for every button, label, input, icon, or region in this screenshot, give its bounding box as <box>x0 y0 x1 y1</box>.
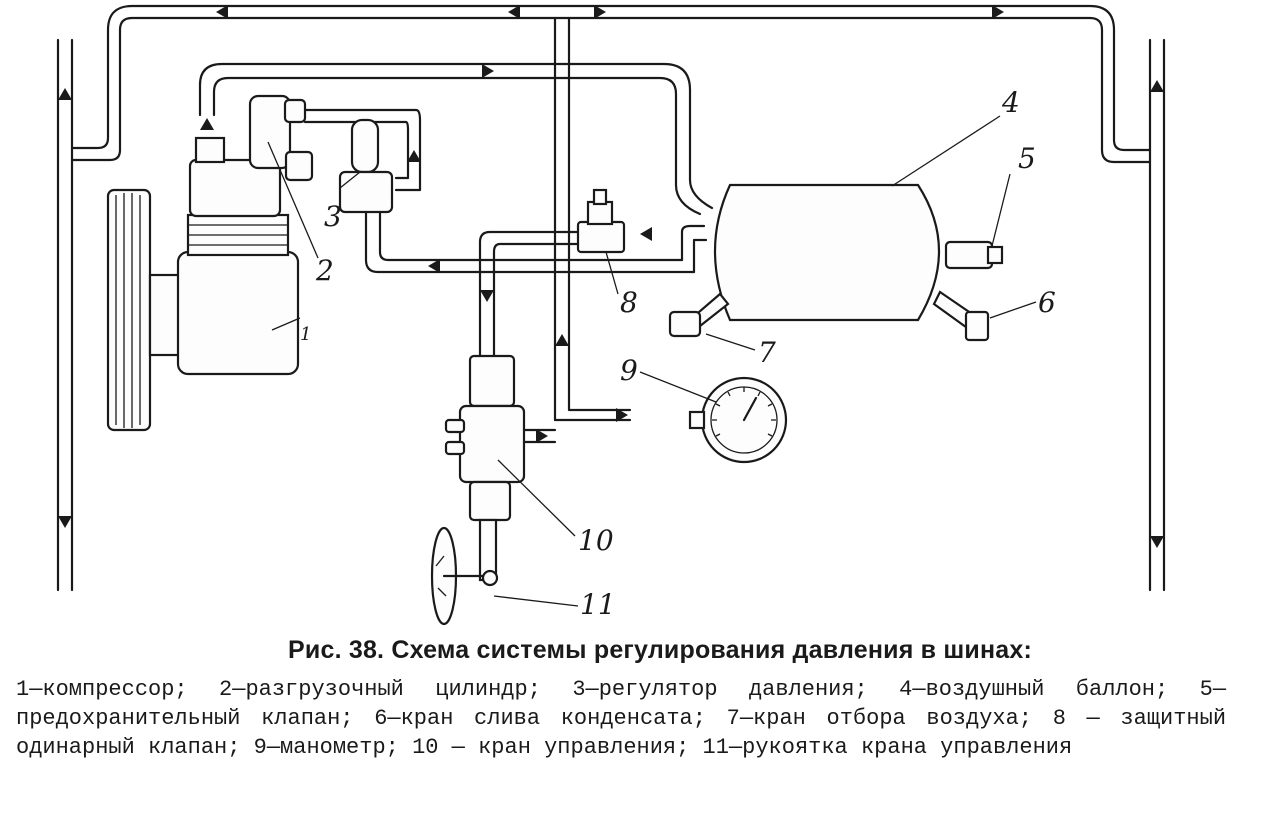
flow-arrow <box>200 118 214 130</box>
leader-lines <box>267 115 1037 607</box>
manometer <box>688 376 788 464</box>
central-riser <box>553 16 632 422</box>
label-1: 1 <box>300 324 311 345</box>
legend-item: 4—воздушный баллон; <box>899 677 1169 702</box>
protective-valve <box>478 188 626 362</box>
flow-arrow <box>594 5 606 19</box>
flow-arrow <box>536 429 548 443</box>
control-valve <box>444 354 557 582</box>
label-9: 9 <box>620 354 638 387</box>
flow-arrow <box>640 227 652 241</box>
flow-arrow <box>1150 536 1164 548</box>
label-8: 8 <box>620 286 638 319</box>
air-receiver <box>640 183 940 322</box>
label-4: 4 <box>1001 86 1020 119</box>
legend-item: 2—разгрузочный цилиндр; <box>219 677 541 702</box>
flow-arrow <box>992 5 1004 19</box>
safety-valve <box>944 240 1004 270</box>
label-5: 5 <box>1018 142 1036 175</box>
flow-arrow <box>480 290 494 302</box>
flow-arrow <box>428 259 440 273</box>
pressure-system-diagram: 4 5 6 7 8 9 10 11 2 3 1 <box>56 4 1166 626</box>
drain-cock <box>932 290 990 342</box>
flow-arrow <box>58 88 72 100</box>
label-11: 11 <box>580 588 616 621</box>
flow-arrow <box>616 408 628 422</box>
compressor <box>106 136 301 432</box>
label-2: 2 <box>315 254 334 287</box>
legend-item: 9—манометр; <box>253 735 399 760</box>
flow-arrow <box>407 150 421 162</box>
legend-item: 1—компрессор; <box>16 677 188 702</box>
legend-item: 3—регулятор давления; <box>572 677 868 702</box>
legend-item: 11—рукоятка крана управления <box>702 735 1073 760</box>
left-wheel-line <box>56 4 1152 592</box>
pressure-regulator <box>338 118 696 274</box>
label-7: 7 <box>758 336 776 369</box>
control-handle <box>430 526 499 626</box>
label-6: 6 <box>1038 286 1056 319</box>
flow-arrow <box>216 5 228 19</box>
supply-pipe <box>198 62 714 216</box>
unloading-cylinder <box>248 94 422 192</box>
label-3: 3 <box>324 200 342 233</box>
flow-arrow <box>555 334 569 346</box>
flow-arrow <box>58 516 72 528</box>
legend-item: 8 — защитный одинарный клапан; <box>16 706 1227 760</box>
label-10: 10 <box>578 524 614 557</box>
legend-item: 10 — кран управления; <box>412 735 690 760</box>
flow-arrow <box>482 64 494 78</box>
flow-arrow <box>508 5 520 19</box>
caption-title: Рис. 38. Схема системы регулирования дав… <box>288 636 1032 664</box>
legend-item: 7—кран отбора воздуха; <box>726 706 1033 731</box>
air-bleed-cock <box>668 292 730 338</box>
flow-arrow <box>1150 80 1164 92</box>
right-wheel-line <box>1148 38 1166 592</box>
caption-legend: 1—компрессор; 2—разгрузочный цилиндр; 3—… <box>16 675 1226 762</box>
figure-caption: Рис. 38. Схема системы регулирования дав… <box>0 636 1280 762</box>
legend-item: 6—кран слива конденсата; <box>374 706 706 731</box>
legend-item: 5—предохранительный клапан; <box>16 677 1227 731</box>
